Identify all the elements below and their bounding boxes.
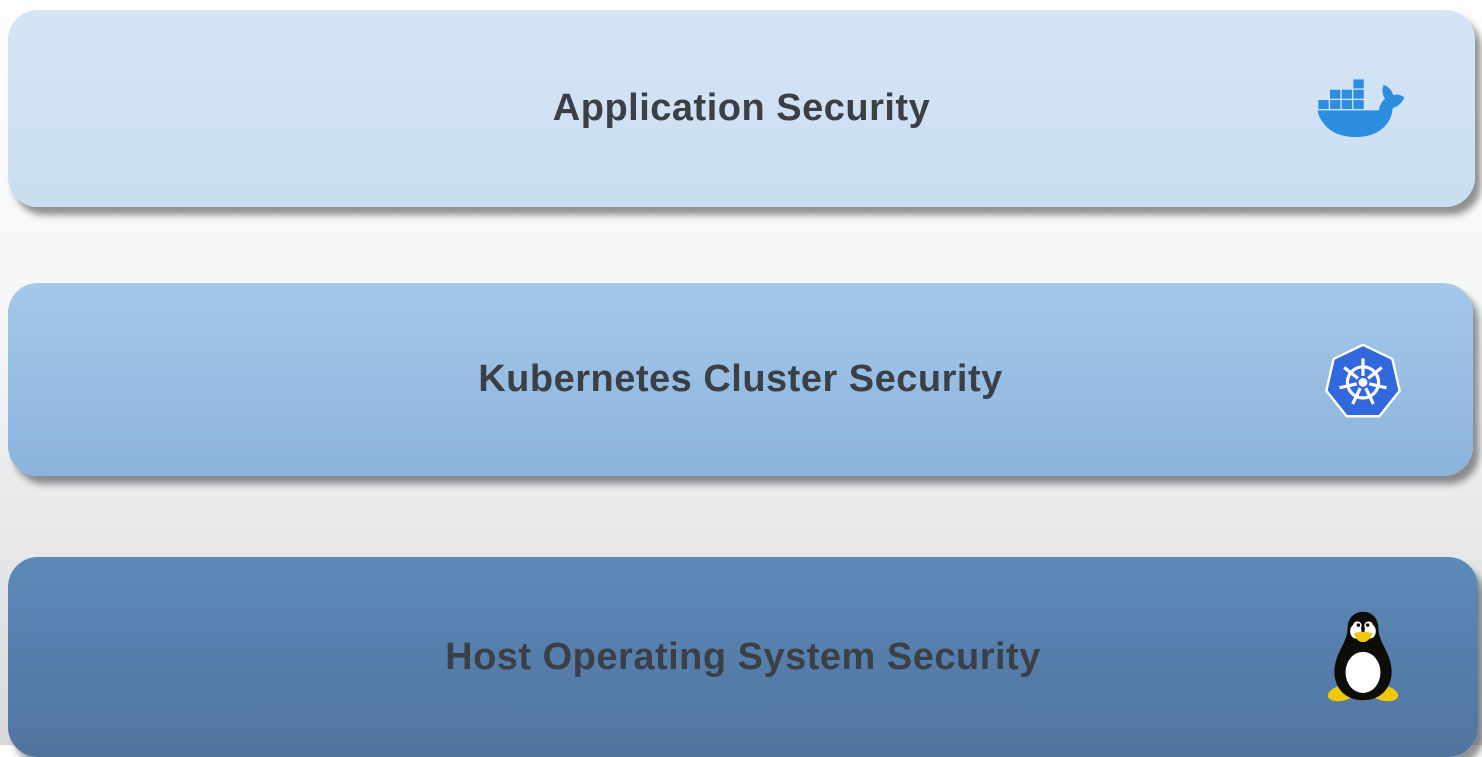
layer-kubernetes-cluster-security: Kubernetes Cluster Security xyxy=(8,283,1473,476)
layer-kubernetes-cluster-security-label: Kubernetes Cluster Security xyxy=(478,358,1003,400)
docker-whale-icon xyxy=(1315,76,1407,142)
linux-tux-icon xyxy=(1326,610,1400,705)
layer-application-security: Application Security xyxy=(8,10,1475,207)
kubernetes-helm-icon xyxy=(1323,339,1403,421)
layer-host-os-security-label: Host Operating System Security xyxy=(445,635,1041,678)
layer-host-os-security: Host Operating System Security xyxy=(8,557,1478,757)
layer-application-security-label: Application Security xyxy=(552,87,931,129)
